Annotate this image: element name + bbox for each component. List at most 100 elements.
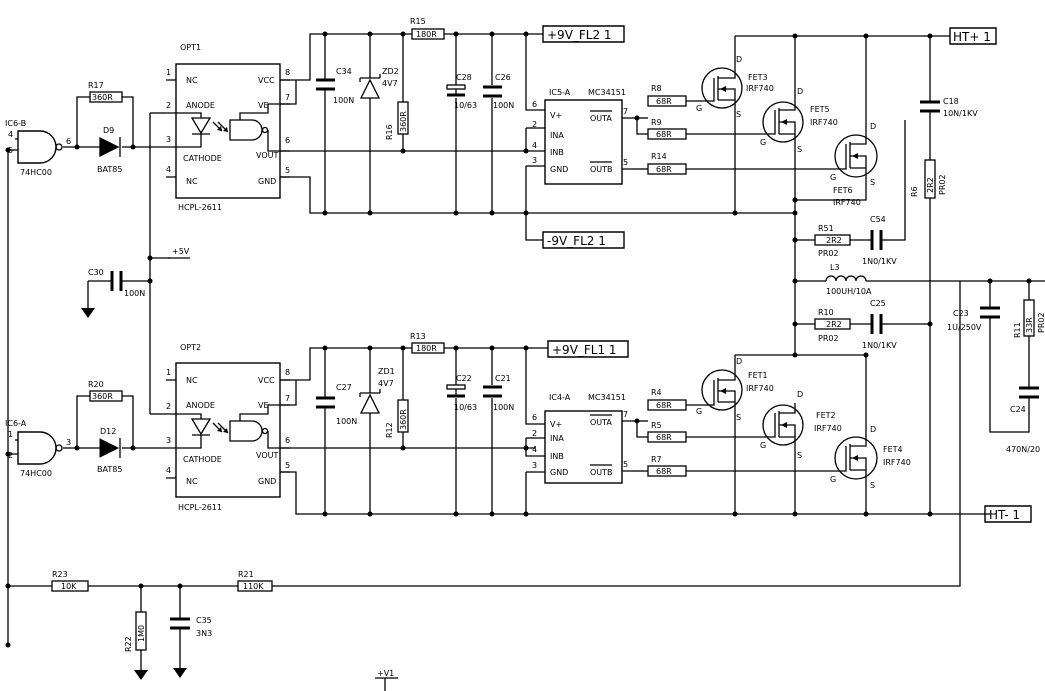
ic5-pin4: 4 — [532, 141, 537, 150]
ic6b-pin-b: 5 — [8, 146, 13, 155]
fet5-d: D — [797, 87, 803, 96]
ic6b-part: 74HC00 — [20, 168, 52, 177]
r15-value: 180R — [416, 30, 437, 39]
d9-ref: D9 — [103, 126, 114, 135]
nand-ic6b: IC6-B 74HC00 4 5 6 — [5, 119, 71, 177]
cap-c34: C34 100N — [316, 67, 354, 105]
c27-ref: C27 — [336, 383, 352, 392]
fet3-ref: FET3 — [748, 73, 768, 82]
r11-ref: R11 — [1013, 322, 1022, 338]
fet2-s: S — [797, 451, 802, 460]
opt1-pin7: 7 — [285, 93, 290, 102]
opt1-pin4: 4 — [166, 165, 171, 174]
c18-value: 10N/1KV — [943, 109, 978, 118]
ic6b-pin-out: 6 — [66, 137, 71, 146]
fet4-g: G — [830, 475, 836, 484]
mosfet-fet4: D G S FET4 IRF740 — [830, 425, 911, 490]
opt1-nc1: NC — [186, 76, 198, 85]
r17-ref: R17 — [88, 81, 104, 90]
fet1-value: IRF740 — [746, 384, 774, 393]
ic4-pin5: 5 — [623, 460, 628, 469]
r4-ref: R4 — [651, 388, 662, 397]
resistor-r5: R5 68R — [647, 421, 687, 443]
driver-ic5: 6 2 4 3 7 5 V+ INA INB GND OUTA OUTB IC5… — [532, 88, 632, 185]
opt1-part: HCPL-2611 — [178, 203, 222, 212]
resistor-r22: 1M0 R22 — [124, 611, 147, 652]
r7-ref: R7 — [651, 455, 662, 464]
opt1-anode: ANODE — [186, 101, 215, 110]
zd2-value: 4V7 — [382, 79, 398, 88]
ic4-ref: IC4-A — [549, 393, 571, 402]
mosfet-fet3: D G S FET3 IRF740 — [696, 55, 774, 119]
ic6b-ref: IC6-B — [5, 119, 26, 128]
plus9-fl1-label: +9V_FL1 1 — [552, 343, 617, 357]
c18-ref: C18 — [943, 97, 959, 106]
c30-value: 100N — [124, 289, 145, 298]
r13-value: 180R — [416, 344, 437, 353]
fet3-d: D — [736, 55, 742, 64]
fet3-s: S — [736, 110, 741, 119]
r22-value: 1M0 — [137, 625, 146, 642]
ic5-pin3: 3 — [532, 156, 537, 165]
r22-ref: R22 — [124, 636, 133, 652]
fet6-d: D — [870, 122, 876, 131]
r12-value: 360R — [399, 409, 408, 430]
r7-value: 68R — [656, 467, 672, 476]
c54-value: 1N0/1KV — [862, 257, 897, 266]
fet2-value: IRF740 — [814, 424, 842, 433]
resistor-r4: R4 68R — [647, 388, 687, 411]
ic5-part: MC34151 — [588, 88, 626, 97]
c24-value: 470N/20 — [1006, 445, 1040, 454]
zener-zd2: ZD2 4V7 — [359, 67, 399, 99]
c23-value: 1U/250V — [947, 323, 982, 332]
fet1-ref: FET1 — [748, 371, 768, 380]
c26-ref: C26 — [495, 73, 511, 82]
r12-ref: R12 — [385, 422, 394, 438]
cap-c54: C54 1N0/1KV — [862, 215, 897, 266]
inductor-l3: L3 100UH/10A — [825, 263, 872, 296]
cap-c22: C22 10/63 — [446, 374, 477, 412]
r51-type: PR02 — [818, 249, 839, 258]
ic5-outb: OUTB — [590, 165, 613, 174]
r6-value: 2R2 — [926, 177, 935, 193]
opt2-pin1: 1 — [166, 368, 171, 377]
resistor-r7: R7 68R — [647, 455, 687, 477]
resistor-r12: 360R R12 — [385, 399, 409, 438]
opt2-cathode: CATHODE — [183, 455, 222, 464]
junction-dots — [5, 31, 1032, 648]
opt1-pin6: 6 — [285, 136, 290, 145]
ic5-outa: OUTA — [590, 114, 612, 123]
ic4-ina: INA — [550, 434, 564, 443]
c35-value: 3N3 — [196, 629, 212, 638]
ic4-pin3: 3 — [532, 461, 537, 470]
cap-c21: C21 100N — [483, 374, 514, 412]
l3-value: 100UH/10A — [826, 287, 872, 296]
net-plus-v1: +V1 — [377, 669, 394, 678]
ic5-vplus: V+ — [550, 111, 562, 120]
cap-c24: C24 470N/20 — [1006, 385, 1040, 454]
ic4-inb: INB — [550, 452, 564, 461]
r11-type: PR02 — [1037, 312, 1045, 333]
opt1-cathode: CATHODE — [183, 154, 222, 163]
ic5-ina: INA — [550, 131, 564, 140]
r20-value: 360R — [92, 392, 113, 401]
ic5-pin7: 7 — [623, 107, 628, 116]
c21-value: 100N — [493, 403, 514, 412]
opt1-pin2: 2 — [166, 101, 171, 110]
optocoupler-opt2: 1 2 3 4 8 7 6 5 NC ANODE CATHODE NC VCC … — [166, 343, 290, 512]
ic6a-part: 74HC00 — [20, 469, 52, 478]
ic4-vplus: V+ — [550, 420, 562, 429]
fet5-s: S — [797, 145, 802, 154]
resistor-r16: 360R R16 — [385, 101, 409, 140]
cap-c27: C27 100N — [316, 383, 357, 426]
r11-value: 33R — [1025, 317, 1034, 333]
fet3-value: IRF740 — [746, 84, 774, 93]
opt2-part: HCPL-2611 — [178, 503, 222, 512]
ic5-pin2: 2 — [532, 120, 537, 129]
r5-ref: R5 — [651, 421, 662, 430]
opt2-ve: VE — [258, 401, 269, 410]
opt1-nc4: NC — [186, 177, 198, 186]
resistor-r51: R51 2R2 PR02 — [814, 224, 851, 258]
fet6-ref: FET6 — [833, 186, 853, 195]
ic5-ref: IC5-A — [549, 88, 571, 97]
